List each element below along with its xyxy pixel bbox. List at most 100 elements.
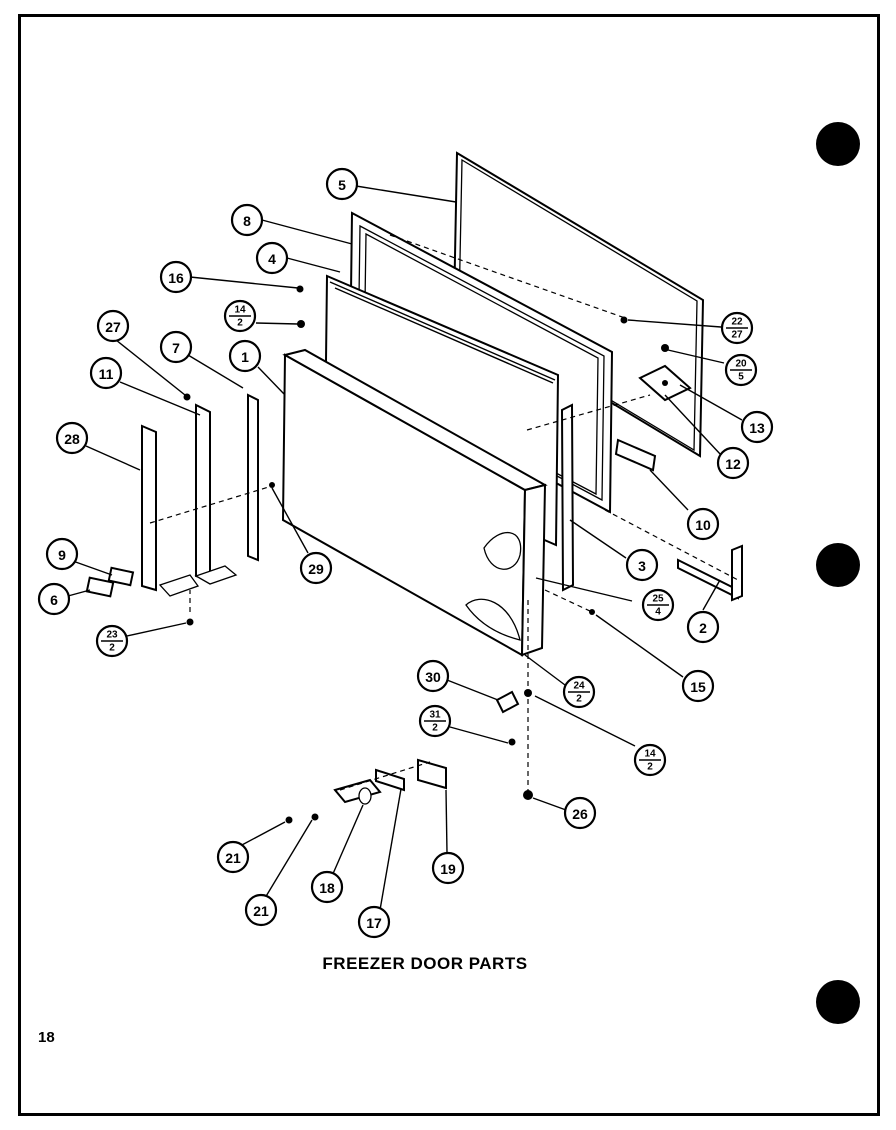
callout-c28: 28: [55, 421, 89, 455]
callout-label: 29: [308, 561, 324, 577]
callout-label: 6: [50, 592, 58, 608]
callout-label: 27: [105, 319, 121, 335]
callout-label: 21: [225, 850, 241, 866]
callout-label: 18: [319, 880, 335, 896]
callout-c4: 4: [255, 241, 289, 275]
callout-c6: 6: [37, 582, 71, 616]
callout-label: 21: [253, 903, 269, 919]
callout-label-top: 22: [731, 317, 743, 328]
callout-label-top: 31: [429, 710, 441, 721]
part-19-hinge: [417, 758, 447, 790]
part-11-strip: [194, 403, 238, 585]
callout-label-bottom: 2: [109, 643, 115, 654]
callout-label: 1: [241, 349, 249, 365]
callout-label: 7: [172, 340, 180, 356]
diagram-title: FREEZER DOOR PARTS: [322, 954, 528, 973]
callout-c24: 242: [562, 675, 596, 709]
binder-hole-top: [816, 122, 860, 166]
callout-c23: 232: [95, 624, 129, 658]
part-2-bracket: [677, 544, 743, 602]
callout-label: 15: [690, 679, 706, 695]
callout-label: 26: [572, 806, 588, 822]
callout-c8: 8: [230, 203, 264, 237]
callout-label-top: 14: [644, 749, 656, 760]
part-7-strip: [247, 393, 259, 562]
part-5-gasket: [452, 151, 705, 458]
callout-label: 2: [699, 620, 707, 636]
callout-label-top: 23: [106, 630, 118, 641]
callout-c5: 5: [325, 167, 359, 201]
callout-c15: 15: [681, 669, 715, 703]
callout-c9: 9: [45, 537, 79, 571]
callout-label: 5: [338, 177, 346, 193]
callout-label-bottom: 2: [576, 694, 582, 705]
callout-label-top: 25: [652, 594, 664, 605]
callout-c14a: 142: [223, 299, 257, 333]
callout-label-bottom: 27: [731, 330, 743, 341]
callout-c19: 19: [431, 851, 465, 885]
leader-lines: [67, 185, 743, 911]
callout-label-bottom: 2: [647, 762, 653, 773]
callout-c16: 16: [159, 260, 193, 294]
callout-c1: 1: [228, 339, 262, 373]
callout-label: 10: [695, 517, 711, 533]
binder-hole-middle: [816, 543, 860, 587]
callout-c21b: 21: [244, 893, 278, 927]
callout-label-bottom: 5: [738, 372, 744, 383]
callout-c17: 17: [357, 905, 391, 939]
callout-label-bottom: 2: [237, 318, 243, 329]
callout-label-top: 14: [234, 305, 246, 316]
part-12-hinge-bracket: [638, 364, 692, 402]
callout-c3: 3: [625, 548, 659, 582]
callout-c30: 30: [416, 659, 450, 693]
callout-c7: 7: [159, 330, 193, 364]
callout-label: 4: [268, 251, 276, 267]
callout-c27: 27: [96, 309, 130, 343]
binder-hole-bottom: [816, 980, 860, 1024]
callout-c18: 18: [310, 870, 344, 904]
assembly-lines: [149, 234, 739, 795]
callout-label-bottom: 4: [655, 607, 661, 618]
callout-c20: 205: [724, 353, 758, 387]
page-border: [18, 14, 880, 1116]
fasteners: [183, 285, 669, 824]
callout-c29: 29: [299, 551, 333, 585]
callout-label: 19: [440, 861, 456, 877]
callout-label: 12: [725, 456, 741, 472]
callout-label: 28: [64, 431, 80, 447]
part-10-bracket: [614, 438, 657, 472]
callout-label: 11: [99, 366, 114, 382]
callout-c12: 12: [716, 446, 750, 480]
callout-label-top: 24: [573, 681, 585, 692]
page-number: 18: [38, 1029, 55, 1046]
callout-c25: 254: [641, 588, 675, 622]
callout-label: 8: [243, 213, 251, 229]
callout-label: 16: [168, 270, 184, 286]
part-3-side-rail: [560, 403, 575, 592]
callout-label-top: 20: [735, 359, 747, 370]
callout-label: 30: [425, 669, 441, 685]
callout-label: 17: [366, 915, 382, 931]
part-6-cap: [85, 576, 115, 598]
part-17-bracket: [375, 768, 405, 792]
callout-c2: 2: [686, 610, 720, 644]
callout-c31: 312: [418, 704, 452, 738]
callout-c14b: 142: [633, 743, 667, 777]
callout-c21a: 21: [216, 840, 250, 874]
part-28-strip: [141, 424, 157, 592]
callout-c26: 26: [563, 796, 597, 830]
part-30-bushing: [495, 690, 520, 714]
callout-label-bottom: 2: [432, 723, 438, 734]
callout-c11: 11: [89, 356, 123, 390]
callout-label: 13: [749, 420, 765, 436]
callout-c10: 10: [686, 507, 720, 541]
part-18-plate: [333, 778, 382, 805]
callout-label: 9: [58, 547, 66, 563]
part-28-foot: [158, 574, 200, 597]
callout-label: 3: [638, 558, 646, 574]
callout-c13: 13: [740, 410, 774, 444]
